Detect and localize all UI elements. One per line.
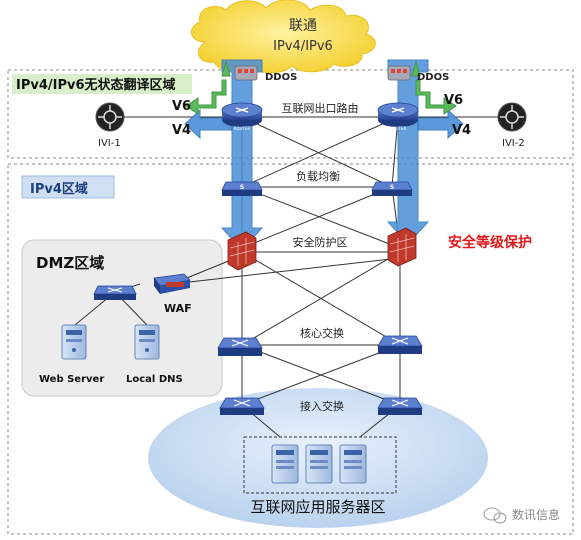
cloud-subtitle: IPv4/IPv6 [273, 39, 333, 54]
ivi2-device [497, 102, 527, 132]
router-left-tag: ROUTER [234, 126, 251, 131]
v4-right-label: V4 [452, 123, 471, 138]
router-left-device [221, 102, 263, 127]
v6-left-label: V6 [172, 99, 191, 114]
core-switch-right-device [377, 335, 423, 354]
local-dns-device [134, 324, 160, 360]
v4-left-label: V4 [172, 123, 191, 138]
nat-zone-title-bg [12, 74, 192, 94]
ddos-right-label: DDOS [417, 72, 449, 83]
internet-cloud: 联通 IPv4/IPv6 [190, 0, 376, 74]
nat-zone-frame [7, 69, 574, 159]
ipv4-zone-title: IPv4区域 [30, 181, 88, 197]
dmz-switch-device [93, 285, 137, 300]
web-server-label: Web Server [39, 374, 104, 385]
wechat-icon [483, 507, 507, 524]
ivi1-device [95, 102, 125, 132]
ipv4-zone-title-bg [21, 175, 115, 199]
ddos-right-device [387, 65, 411, 81]
v6-right-label: V6 [444, 93, 463, 108]
core-switch-left-device [217, 337, 263, 356]
web-server-device [61, 324, 87, 360]
ivi1-label: IVI-1 [98, 138, 121, 149]
svg-text:S: S [240, 184, 244, 191]
core-layer-label: 核心交换 [300, 326, 344, 340]
security-level-label: 安全等级保护 [448, 234, 532, 251]
app-server-2-device [305, 444, 333, 484]
load-balance-layer-label: 负载均衡 [296, 169, 340, 183]
svg-text:S: S [390, 184, 394, 191]
router-right-device [377, 102, 419, 127]
waf-label: WAF [164, 302, 192, 315]
app-server-1-device [271, 444, 299, 484]
ddos-left-device [234, 65, 258, 81]
nat-zone-title: IPv4/IPv6无状态翻译区域 [16, 77, 176, 93]
waf-device [153, 273, 191, 294]
watermark-text: 数讯信息 [512, 507, 560, 522]
load-balancer-right-device: S [371, 181, 413, 196]
egress-layer-label: 互联网出口路由 [282, 101, 359, 115]
firewall-right-device [387, 227, 417, 267]
firewall-left-device [227, 231, 257, 271]
access-switch-left-device [219, 397, 265, 415]
server-cluster-box [243, 436, 397, 494]
dmz-zone-title: DMZ区域 [36, 254, 104, 272]
server-zone-title: 互联网应用服务器区 [250, 498, 385, 516]
load-balancer-left-device: S [221, 181, 263, 196]
security-layer-label: 安全防护区 [293, 235, 348, 249]
ddos-left-label: DDOS [265, 72, 297, 83]
app-server-3-device [339, 444, 367, 484]
access-switch-right-device [377, 397, 423, 415]
v6-traffic-arrows [185, 60, 457, 115]
cloud-title: 联通 [289, 18, 317, 34]
ivi2-label: IVI-2 [502, 138, 525, 149]
ipv4-zone-frame [7, 163, 574, 535]
router-right-tag: ROUTER [390, 126, 407, 131]
local-dns-label: Local DNS [126, 374, 183, 385]
access-layer-label: 接入交换 [300, 399, 344, 413]
